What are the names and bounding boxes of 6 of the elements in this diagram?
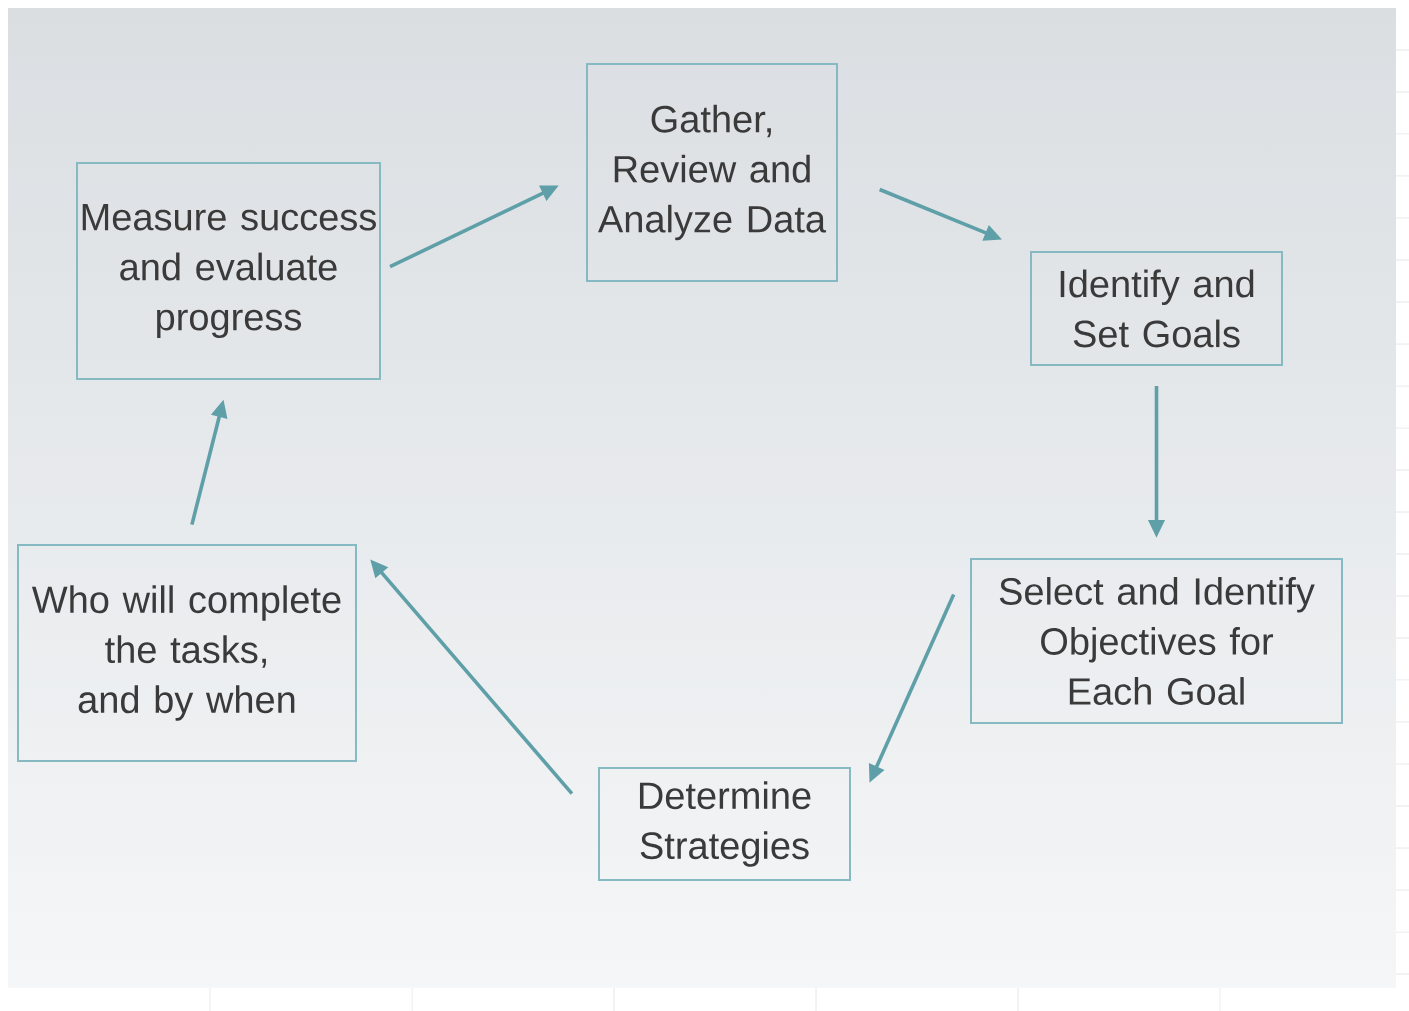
process-box: Who will complete the tasks, and by when <box>17 544 357 762</box>
process-box: Measure success and evaluate progress <box>76 162 381 380</box>
process-box: Identify and Set Goals <box>1030 251 1283 366</box>
process-box: Gather, Review and Analyze Data <box>586 63 838 282</box>
process-box: Select and Identify Objectives for Each Goal <box>970 558 1343 724</box>
process-box: Determine Strategies <box>598 767 851 881</box>
